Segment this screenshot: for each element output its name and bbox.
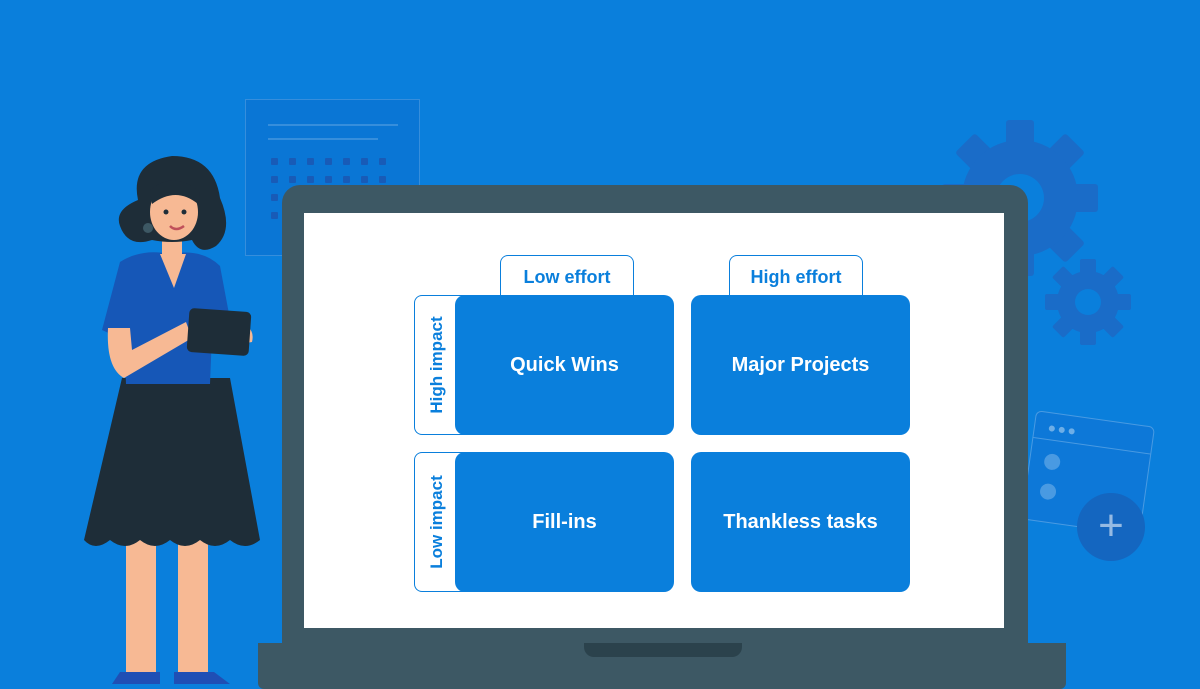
small-gear-icon [1045,259,1131,345]
doc-dot [343,158,350,165]
column-header-low-effort: Low effort [500,255,634,296]
doc-dot [289,176,296,183]
quadrant-thankless-tasks: Thankless tasks [691,452,910,592]
doc-dot [379,176,386,183]
doc-dot [271,194,278,201]
doc-dot [289,158,296,165]
divider [1033,437,1151,455]
doc-dot [361,158,368,165]
quadrant-fill-ins: Fill-ins [455,452,674,592]
doc-dot [361,176,368,183]
doc-dot [271,176,278,183]
doc-line [268,138,378,140]
quadrant-major-projects: Major Projects [691,295,910,435]
laptop-notch [584,643,742,657]
doc-dot [307,176,314,183]
doc-dot [271,212,278,219]
doc-dot [271,158,278,165]
row-label-low-impact: Low impact [427,475,446,569]
doc-line [268,124,398,126]
doc-dot [379,158,386,165]
plus-icon: + [1077,493,1145,561]
doc-dot [307,158,314,165]
woman-with-tablet-illustration [84,156,260,684]
doc-dot [343,176,350,183]
quadrant-quick-wins: Quick Wins [455,295,674,435]
window-dot-icon [1068,427,1076,435]
window-dot-icon [1048,425,1056,432]
avatar-placeholder [1038,482,1058,501]
column-header-high-effort: High effort [729,255,863,296]
doc-dot [325,176,332,183]
doc-dot [325,158,332,165]
row-label-high-impact: High impact [427,316,446,414]
avatar-placeholder [1043,452,1062,471]
window-dot-icon [1058,426,1066,434]
